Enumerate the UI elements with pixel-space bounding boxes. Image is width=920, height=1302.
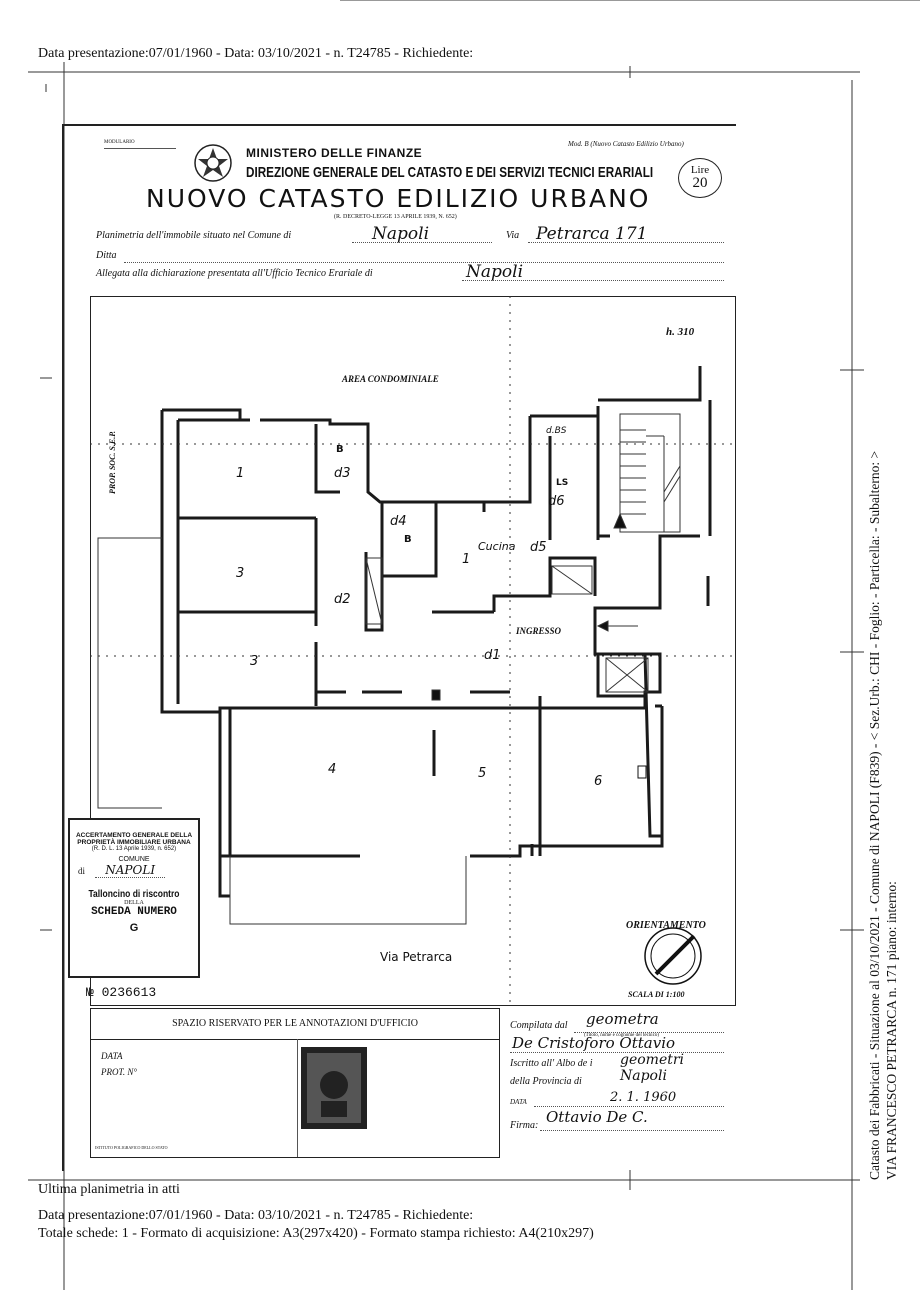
firma-dots [540, 1130, 724, 1131]
entrance-label: INGRESSO [516, 626, 562, 636]
room-number: d4 [390, 514, 407, 529]
firma-label: Firma: [510, 1120, 539, 1131]
comune-value: Napoli [372, 224, 430, 244]
ditta-label: Ditta [96, 250, 117, 261]
decree-note: (R. DECRETO-LEGGE 13 APRILE 1939, N. 652… [334, 214, 457, 220]
stamp-comune-value: NAPOLI [95, 863, 166, 878]
annotations-prot-label: PROT. N° [101, 1067, 137, 1077]
annotations-title: SPAZIO RISERVATO PER LE ANNOTAZIONI D'UF… [91, 1009, 499, 1040]
side-text-line1: Catasto dei Fabbricati - Situazione al 0… [867, 450, 882, 1180]
room-number: d2 [334, 592, 351, 607]
room-number: d1 [484, 648, 501, 663]
via-value: Petrarca 171 [536, 224, 648, 244]
height-note: h. 310 [666, 326, 695, 338]
room-number: 1 [236, 466, 245, 481]
signature: Ottavio De C. [546, 1108, 648, 1126]
ministry-label: MINISTERO DELLE FINANZE [246, 146, 423, 160]
ufficio-value: Napoli [466, 262, 524, 282]
floor-plan [90, 296, 736, 1006]
compiler-data-dots [534, 1106, 724, 1107]
orientation-label: ORIENTAMENTO [626, 920, 706, 931]
header-line: Data presentazione:07/01/1960 - Data: 03… [38, 46, 474, 61]
annotations-data-label: DATA [101, 1051, 123, 1061]
compass-icon [644, 927, 702, 985]
lire-value: 20 [692, 175, 708, 191]
room-number: 3 [250, 654, 259, 669]
top-left-rule [104, 148, 176, 149]
provincia-label: della Provincia di [510, 1076, 582, 1087]
kitchen-label: Cucina [478, 540, 516, 553]
room-number: d5 [530, 540, 547, 555]
footer-ultima: Ultima planimetria in atti [38, 1182, 180, 1197]
emblem-icon [194, 144, 232, 182]
stamp-line1: ACCERTAMENTO GENERALE DELLA [75, 832, 193, 839]
stamp-di: di [78, 866, 86, 876]
stamp-line3: (R. D. L. 13 Aprile 1939, n. 652) [91, 846, 177, 852]
stamp-scheda: SCHEDA NUMERO [91, 906, 177, 918]
form-title: NUOVO CATASTO EDILIZIO URBANO [146, 184, 651, 213]
name-dots [510, 1052, 724, 1053]
ufficio-dots [462, 280, 724, 281]
floor-plan-drawing [90, 296, 734, 1004]
stamp-scheda-value: G [129, 922, 139, 934]
annotations-footer: ISTITUTO POLIGRAFICO DELLO STATO [95, 1145, 168, 1150]
via-label: Via [506, 230, 520, 241]
name-value: De Cristoforo Ottavio [512, 1034, 676, 1052]
scale-label: SCALA DI 1:100 [628, 990, 685, 999]
room-number: 6 [594, 774, 603, 789]
stamp-comune-label: COMUNE [118, 856, 150, 863]
area-label: AREA CONDOMINIALE [342, 374, 439, 384]
room-number: d6 [548, 494, 565, 509]
room-number: B [336, 444, 344, 455]
directorate-label: DIREZIONE GENERALE DEL CATASTO E DEI SER… [246, 164, 654, 181]
room-number: 3 [236, 566, 245, 581]
footer-line2: Totale schede: 1 - Formato di acquisizio… [38, 1226, 594, 1241]
via-dots [528, 242, 724, 243]
side-text-line2: VIA FRANCESCO PETRARCA n. 171 piano: int… [884, 881, 899, 1180]
annotations-divider [297, 1039, 299, 1157]
room-number: 1 [462, 552, 471, 567]
stamp-talloncino: Talloncino di riscontro [88, 889, 180, 900]
provincia-value: Napoli [620, 1068, 667, 1084]
ufficio-label: Allegata alla dichiarazione presentata a… [96, 268, 373, 279]
room-number: 5 [478, 766, 487, 781]
comune-label: Planimetria dell'immobile situato nel Co… [96, 230, 292, 241]
seal-icon [301, 1047, 367, 1129]
stamp-della: DELLA [124, 900, 144, 906]
lire-label: Lire [690, 164, 710, 176]
compiler-data-value: 2. 1. 1960 [610, 1090, 677, 1105]
compilata-dots [574, 1032, 724, 1033]
serial-number: № 0236613 [86, 985, 157, 1000]
compilata-value: geometra [586, 1010, 659, 1028]
comune-dots [352, 242, 492, 243]
room-number: d3 [334, 466, 351, 481]
top-left-code: MODULARIO [104, 140, 135, 145]
room-number: B [404, 534, 412, 545]
ditta-dots [124, 262, 724, 263]
lire-stamp: Lire 20 [678, 158, 722, 198]
compiler-data-label: DATA [510, 1098, 527, 1106]
room-number: LS [556, 478, 569, 488]
model-note: Mod. B (Nuovo Catasto Edilizio Urbano) [568, 140, 684, 148]
side-label: PROP. SOC. S.E.P. [108, 430, 117, 494]
iscritto-label: Iscritto all' Albo de i [510, 1058, 593, 1069]
form-frame [62, 124, 736, 1171]
iscritto-value: geometri [620, 1052, 685, 1068]
annotations-box: SPAZIO RISERVATO PER LE ANNOTAZIONI D'UF… [90, 1008, 500, 1158]
compilata-label: Compilata dal [510, 1020, 568, 1031]
street-label: Via Petrarca [380, 950, 453, 964]
side-text: Catasto dei Fabbricati - Situazione al 0… [866, 451, 900, 1180]
room-number: 4 [328, 762, 337, 777]
qualifica-note: (Titolo, nome e cognome del tecnico) [584, 1033, 660, 1038]
stamp-line2: PROPRIETÀ IMMOBILIARE URBANA [77, 839, 191, 846]
room-number: d.BS [546, 426, 567, 436]
cadastral-stamp: ACCERTAMENTO GENERALE DELLA PROPRIETÀ IM… [68, 818, 200, 978]
footer-line1: Data presentazione:07/01/1960 - Data: 03… [38, 1208, 474, 1223]
